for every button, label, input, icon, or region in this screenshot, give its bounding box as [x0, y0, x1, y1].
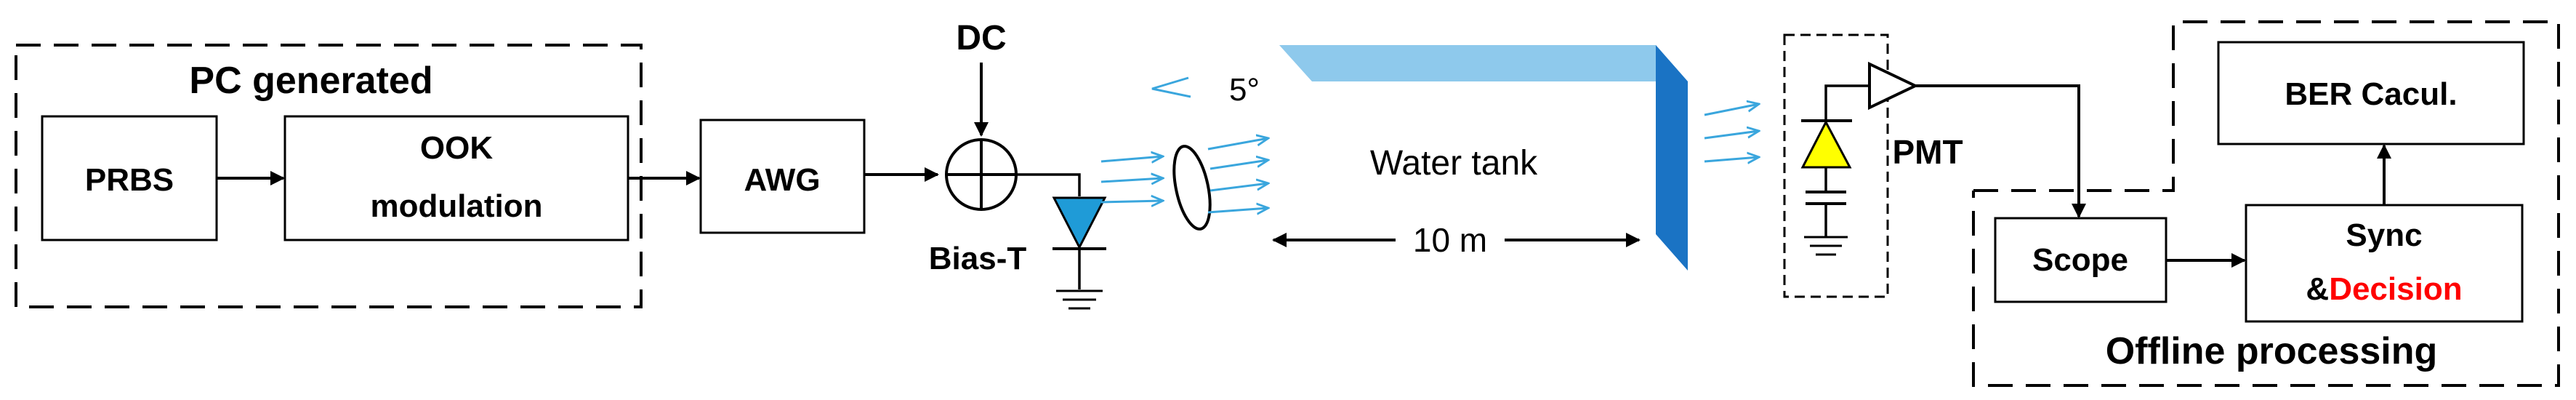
distance-label: 10 m — [1413, 221, 1487, 259]
wire-bias-t-to-ld — [1016, 173, 1081, 196]
wire-pmt-to-scope — [1915, 84, 2086, 218]
pmt-label: PMT — [1892, 133, 1963, 171]
sync-label: Sync — [2346, 217, 2422, 253]
beam-arrows-tx — [1100, 156, 1163, 202]
ook-modulation-block — [283, 115, 629, 241]
decision-amp: & — [2306, 271, 2329, 307]
offline-processing-group — [1972, 20, 2560, 387]
water-tank — [1279, 45, 1688, 271]
beam-arrows-lens — [1207, 138, 1268, 212]
prbs-label: PRBS — [85, 162, 174, 198]
water-tank-top — [1279, 45, 1688, 81]
bias-t-symbol — [945, 138, 1018, 211]
scope-label: Scope — [2032, 242, 2128, 278]
pmt-amplifier-icon — [1868, 61, 1919, 111]
ground-icon-rx — [1804, 236, 1848, 256]
decision-label: &Decision — [2306, 271, 2462, 307]
ook-label-line1: OOK — [420, 130, 493, 166]
decision-word: Decision — [2329, 271, 2462, 307]
angle-label: 5° — [1229, 72, 1260, 108]
offline-processing-title: Offline processing — [2106, 330, 2438, 372]
capacitor-icon — [1806, 191, 1846, 236]
ber-calc-block — [2217, 41, 2525, 145]
angle-indicator — [1151, 76, 1191, 98]
receiver-group — [1783, 33, 1889, 298]
bias-t-label: Bias-T — [929, 241, 1027, 276]
laser-diode-icon — [1052, 196, 1107, 289]
beam-arrows-rx — [1704, 104, 1759, 161]
awg-label: AWG — [744, 162, 820, 198]
water-tank-side — [1656, 45, 1688, 271]
ber-label: BER Cacul. — [2285, 76, 2457, 112]
distance-label-bg — [1396, 222, 1505, 258]
sync-decision-block — [2245, 204, 2524, 323]
ook-label-line2: modulation — [370, 188, 542, 224]
lens-icon — [1172, 145, 1212, 231]
awg-block — [699, 119, 866, 234]
photodiode-icon — [1800, 84, 1869, 191]
ground-icon-tx — [1056, 289, 1103, 310]
water-tank-label: Water tank — [1370, 144, 1538, 183]
pc-generated-title: PC generated — [189, 60, 432, 102]
scope-block — [1994, 217, 2168, 303]
dc-label: DC — [956, 19, 1006, 57]
pc-generated-group — [15, 44, 643, 308]
